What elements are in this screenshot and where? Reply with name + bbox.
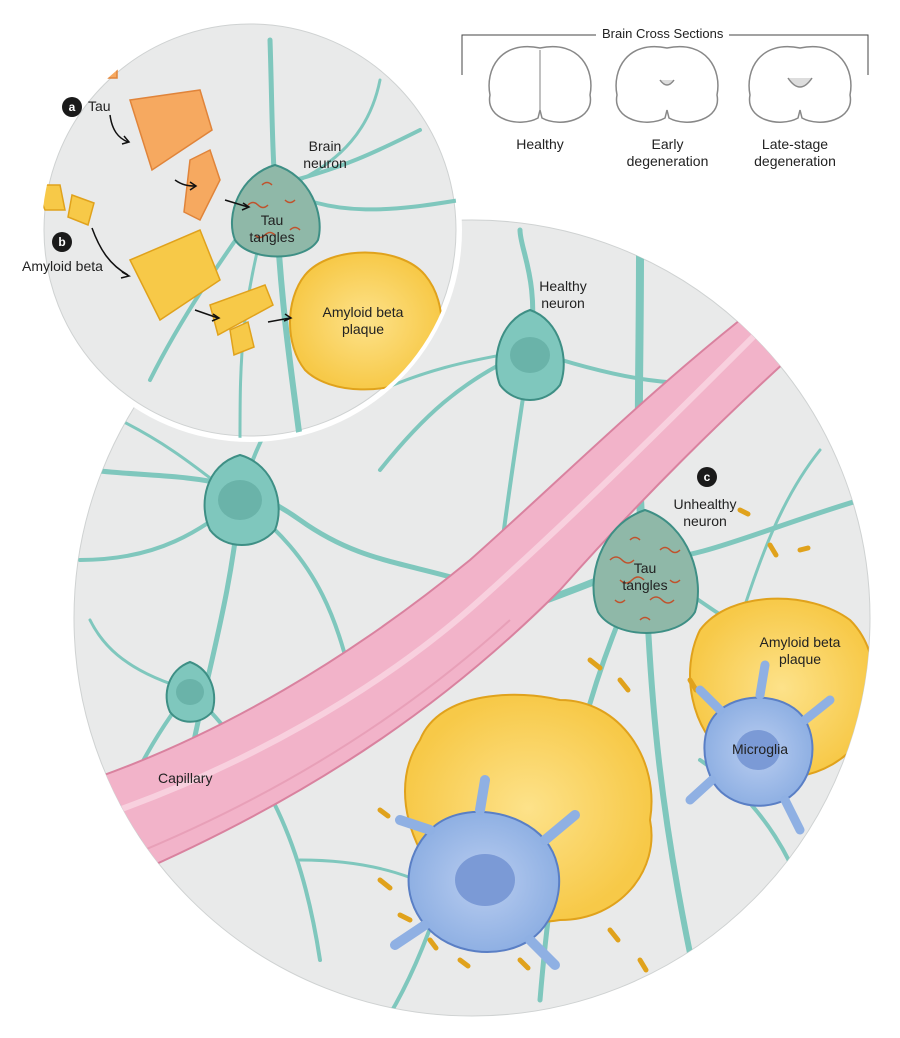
badge-a: a [62,97,82,117]
healthy-neuron-small [165,660,216,723]
capillary-label: Capillary [158,770,213,786]
inset-neuron [230,163,321,258]
badge-b: b [52,232,72,252]
brain-early-icon [615,45,719,123]
healthy-neuron-left [203,453,280,546]
brain-cross-sections-legend [461,34,869,123]
healthy-neuron-label: Healthy neuron [539,278,587,311]
legend-title: Brain Cross Sections [596,26,730,41]
legend-label-early: Early degeneration [626,136,709,169]
unhealthy-neuron-label: Unhealthy neuron [673,496,737,529]
tau-tangles-main [609,536,681,621]
capillary [74,278,822,882]
inset-plaque-label: Amyloid beta plaque [322,304,404,337]
inset-circle [38,18,462,442]
amyloid-beta-label: Amyloid beta [22,258,103,274]
brain-neuron-label: Brain neuron [303,138,347,171]
main-plaque-label: Amyloid beta plaque [759,634,841,667]
inset-arrows [91,114,293,323]
legend-label-healthy: Healthy [516,136,564,152]
brain-late-icon [748,45,852,123]
inset-tau-tangles-label: Tau tangles [249,212,295,245]
unhealthy-neuron [592,508,699,634]
badge-c: c [697,467,717,487]
main-tau-tangles-label: Tau tangles [622,560,668,593]
microglia-large [390,775,580,970]
tau-label: Tau [88,98,111,114]
amyloid-fragments [377,507,811,973]
microglia-right [685,660,835,835]
microglia-label: Microglia [731,741,788,757]
healthy-neuron-top [495,308,565,401]
brain-healthy-icon [488,45,592,123]
tau-tangles-inset [247,181,301,239]
legend-label-late: Late-stage degeneration [754,136,836,169]
